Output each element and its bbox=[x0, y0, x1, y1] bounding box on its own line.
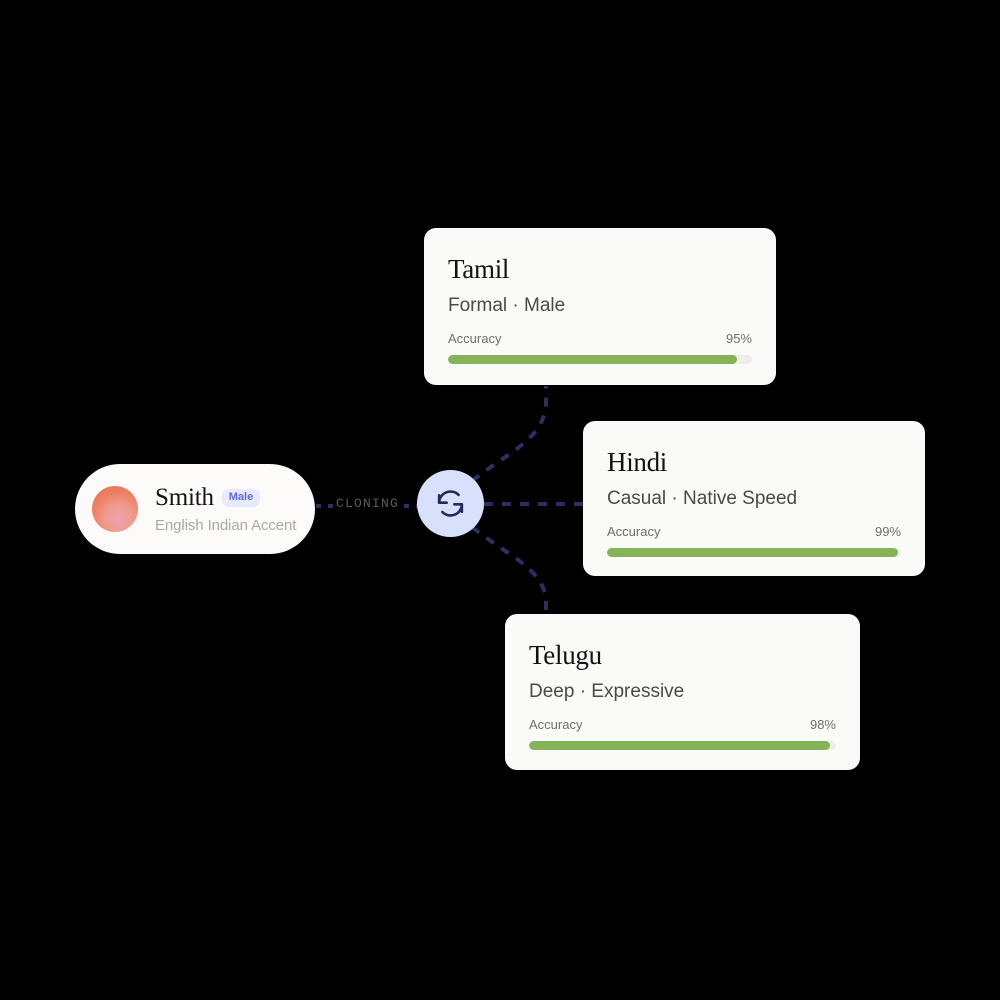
accuracy-label: Accuracy bbox=[529, 717, 583, 732]
card-title: Tamil bbox=[448, 254, 510, 284]
language-card-tamil[interactable]: Tamil Formal · Male Accuracy 95% bbox=[424, 228, 776, 385]
card-title: Telugu bbox=[529, 640, 602, 670]
accuracy-bar-track bbox=[529, 741, 836, 750]
card-subtitle: Formal · Male bbox=[448, 295, 566, 316]
accuracy-row: Accuracy 98% bbox=[529, 717, 836, 732]
connector-hub-to-telugu bbox=[470, 525, 548, 616]
cloning-label: CLONING bbox=[336, 496, 400, 511]
source-voice-name-row: Smith Male bbox=[155, 484, 296, 512]
accuracy-bar-track bbox=[607, 548, 901, 557]
card-subtitle: Deep · Expressive bbox=[529, 681, 685, 702]
accuracy-bar-fill bbox=[448, 355, 737, 364]
source-voice-meta: Smith Male English Indian Accent bbox=[155, 484, 296, 534]
accuracy-value: 95% bbox=[725, 331, 752, 346]
language-card-hindi[interactable]: Hindi Casual · Native Speed Accuracy 99% bbox=[583, 421, 925, 576]
avatar bbox=[92, 486, 138, 532]
accuracy-row: Accuracy 95% bbox=[448, 331, 752, 346]
accuracy-value: 99% bbox=[874, 524, 901, 539]
accuracy-value: 98% bbox=[809, 717, 836, 732]
source-voice-card[interactable]: Smith Male English Indian Accent bbox=[75, 464, 315, 554]
accuracy-label: Accuracy bbox=[448, 331, 502, 346]
card-title: Hindi bbox=[607, 447, 668, 477]
accuracy-bar-fill bbox=[607, 548, 899, 557]
card-subtitle: Casual · Native Speed bbox=[607, 488, 798, 509]
source-voice-name: Smith bbox=[155, 484, 214, 511]
accuracy-row: Accuracy 99% bbox=[607, 524, 901, 539]
gender-badge: Male bbox=[221, 489, 261, 507]
connector-hub-to-tamil bbox=[470, 386, 548, 483]
sync-hub-button[interactable] bbox=[417, 470, 484, 537]
sync-refresh-icon bbox=[437, 490, 464, 517]
language-card-telugu[interactable]: Telugu Deep · Expressive Accuracy 98% bbox=[505, 614, 860, 770]
accuracy-bar-fill bbox=[529, 741, 830, 750]
accuracy-bar-track bbox=[448, 355, 752, 364]
source-voice-description: English Indian Accent bbox=[155, 517, 297, 534]
accuracy-label: Accuracy bbox=[607, 524, 661, 539]
